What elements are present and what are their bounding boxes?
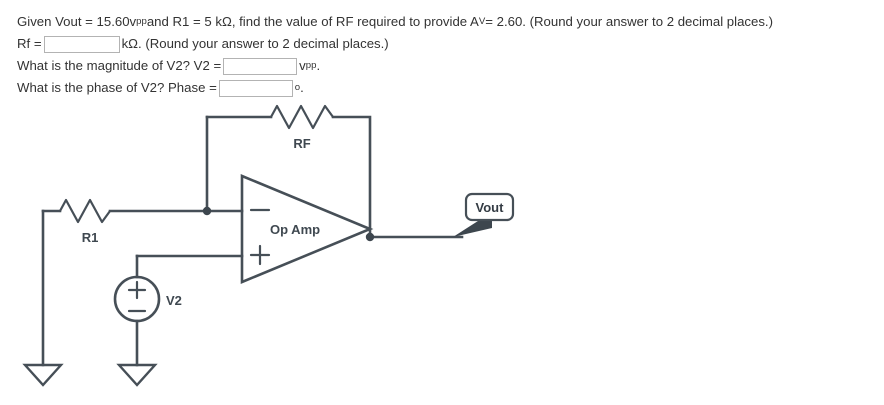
- output-node-dot: [365, 232, 375, 242]
- vpp-subscript-2: pp: [305, 60, 317, 71]
- noninverting-input-sign: [249, 244, 271, 266]
- ground-symbol-left: [22, 363, 64, 387]
- v2-component-label: V2: [166, 293, 182, 308]
- v2-magnitude-input[interactable]: [223, 57, 298, 75]
- v2-magnitude-period: .: [316, 58, 321, 73]
- circuit-diagram: RF Op Amp R1 V2 Vout: [0, 100, 884, 405]
- question-line-2: Rf = kΩ. (Round your answer to 2 decimal…: [17, 33, 877, 55]
- r1-component-label: R1: [82, 230, 99, 245]
- rf-label: Rf =: [17, 36, 42, 51]
- av-subscript: V: [478, 16, 486, 27]
- v2-phase-label: What is the phase of V2? Phase =: [17, 80, 217, 95]
- vpp-prefix-2: v: [299, 58, 306, 73]
- rf-suffix: kΩ. (Round your answer to 2 decimal plac…: [121, 36, 389, 51]
- rf-resistor-zigzag: [269, 104, 335, 130]
- rf-right-lead: [331, 115, 372, 239]
- v2-plus-sign: [127, 280, 147, 300]
- v2-phase-period: .: [300, 80, 304, 95]
- question-line-1-part-a: Given Vout = 15.60: [17, 14, 130, 29]
- question-line-1-part-c: = 2.60. (Round your answer to 2 decimal …: [485, 14, 773, 29]
- v2-phase-input[interactable]: [218, 79, 293, 97]
- question-line-1-part-b: and R1 = 5 kΩ, find the value of RF requ…: [146, 14, 479, 29]
- degree-symbol: o: [294, 82, 301, 93]
- r1-resistor-zigzag: [58, 198, 112, 224]
- vpp-prefix-1: v: [129, 14, 137, 29]
- rf-input[interactable]: [43, 35, 120, 53]
- vpp-subscript-1: pp: [136, 16, 147, 27]
- rf-component-label: RF: [293, 136, 310, 151]
- op-amp-triangle: [240, 174, 374, 284]
- op-amp-label: Op Amp: [270, 222, 320, 237]
- vout-callout-box: [464, 192, 515, 222]
- inverting-node-dot: [202, 206, 212, 216]
- vout-label: Vout: [476, 200, 505, 215]
- ground-symbol-v2: [116, 363, 158, 387]
- v2-magnitude-label: What is the magnitude of V2? V2 =: [17, 58, 222, 73]
- question-line-4: What is the phase of V2? Phase = o.: [17, 77, 877, 99]
